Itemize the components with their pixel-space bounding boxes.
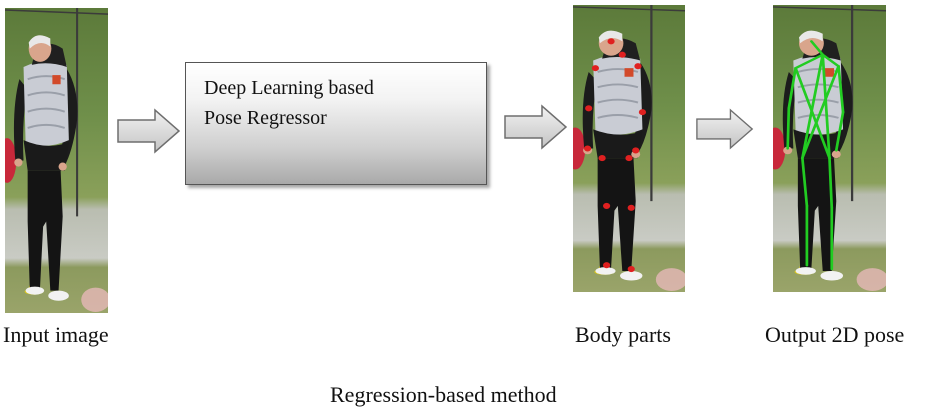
skeleton-limb — [821, 53, 831, 160]
skeleton-limb — [794, 66, 831, 160]
keypoint-dot — [634, 63, 642, 70]
keypoint-dot — [638, 109, 647, 116]
skeleton-limb — [828, 156, 834, 209]
keypoint-dot — [591, 65, 599, 72]
skeleton-limb — [786, 107, 791, 150]
skeleton-limb — [801, 65, 840, 160]
skeleton-limb — [837, 65, 845, 114]
skeleton-limb — [787, 66, 797, 110]
pose-regressor-box: Deep Learning based Pose Regressor — [185, 62, 487, 185]
keypoint-dot — [625, 155, 633, 162]
keypoint-dot — [583, 145, 592, 152]
body-parts-image — [573, 5, 685, 292]
output-pose-image — [773, 5, 886, 292]
caption-output-pose: Output 2D pose — [765, 322, 905, 347]
input-image — [5, 8, 108, 313]
skeleton-limb — [801, 156, 809, 208]
regressor-label-line2: Pose Regressor — [204, 107, 327, 129]
right-arrow-icon — [117, 108, 181, 154]
skeleton-limb — [801, 53, 825, 160]
right-arrow-icon — [504, 104, 568, 150]
skeleton — [786, 40, 845, 271]
person-photo-input — [5, 8, 108, 313]
keypoint-dot — [603, 202, 611, 209]
method-title: Regression-based method — [330, 382, 557, 407]
caption-body-parts: Body parts — [575, 322, 671, 347]
person-photo-keypoints — [573, 5, 685, 292]
skeleton-limb — [810, 40, 825, 56]
right-arrow-icon — [696, 108, 754, 150]
skeleton-limb — [834, 110, 845, 152]
skeleton-limb — [821, 53, 840, 68]
person-photo-skeleton — [773, 5, 886, 292]
caption-input-image: Input image — [3, 322, 109, 347]
keypoint-dot — [632, 147, 640, 154]
regressor-label-line1: Deep Learning based — [204, 77, 374, 99]
keypoint-dot — [598, 155, 606, 162]
keypoint-dot — [607, 38, 615, 45]
keypoint-dot — [618, 51, 626, 58]
keypoint-dot — [603, 262, 611, 269]
keypoints — [583, 38, 647, 273]
skeleton-limb — [794, 53, 825, 70]
keypoint-dot — [585, 105, 593, 112]
keypoint-dot — [627, 204, 635, 211]
keypoint-dot — [627, 265, 635, 273]
